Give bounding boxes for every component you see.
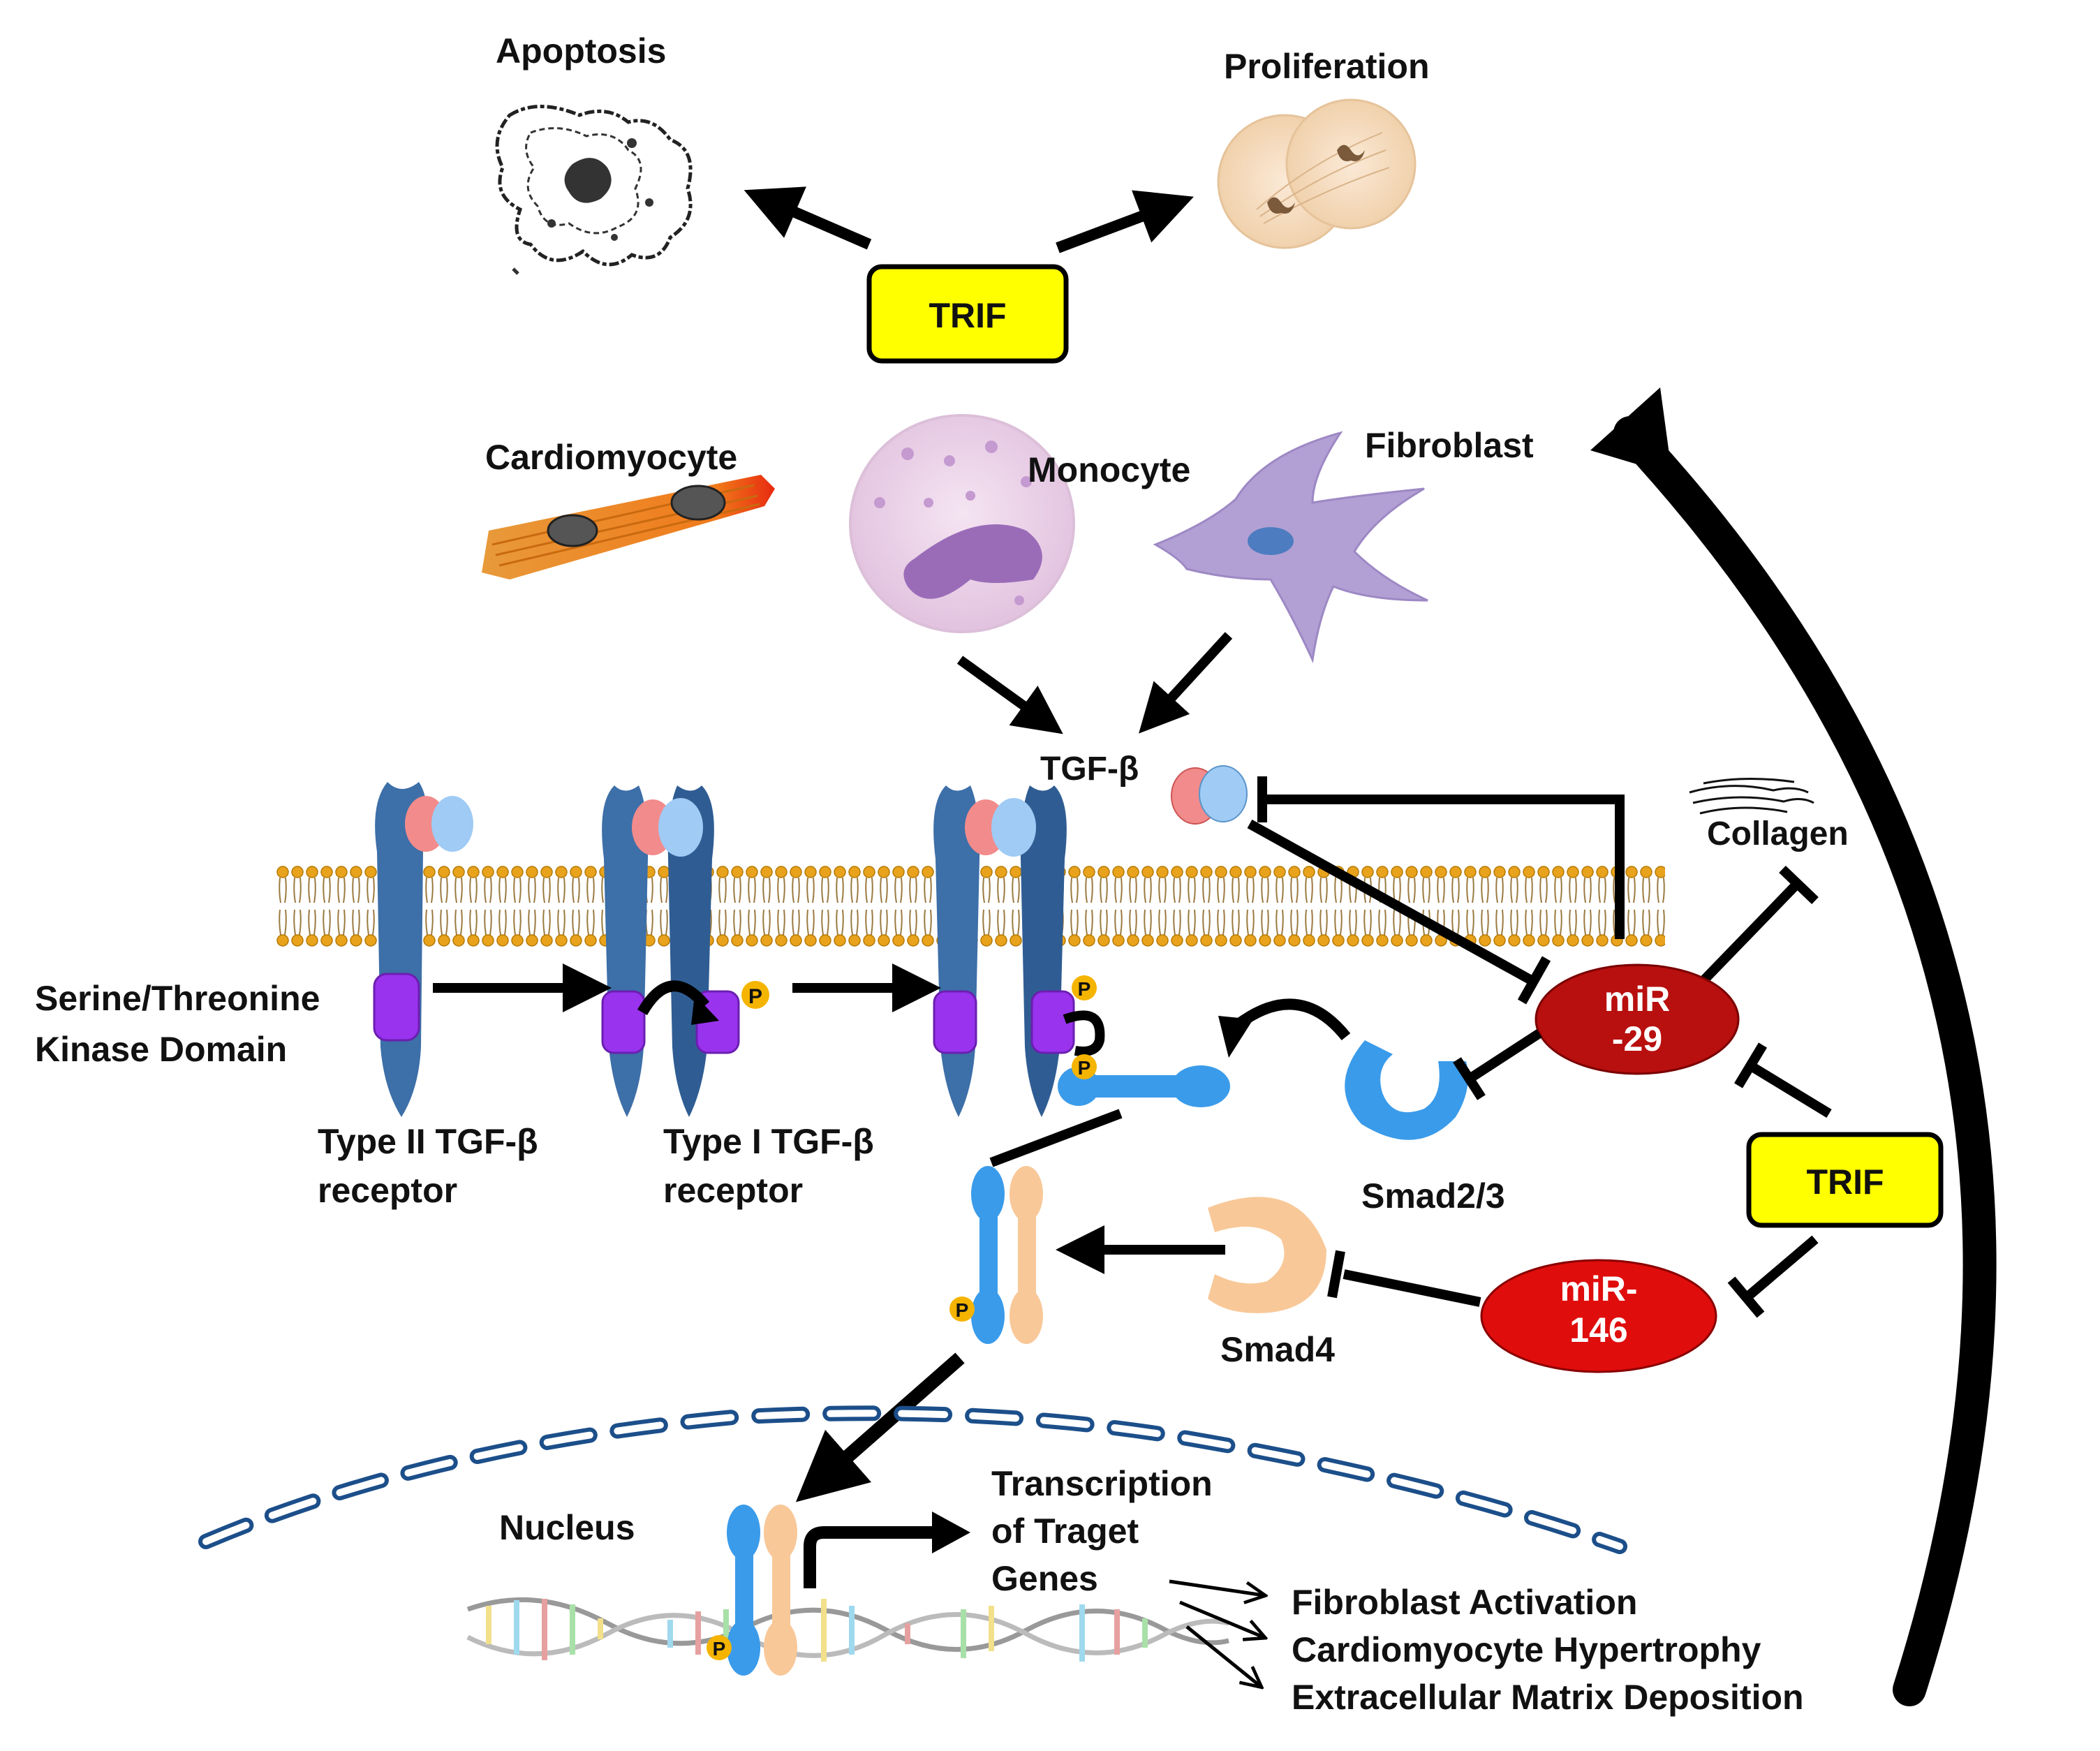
fibroblast-cell-icon [1153, 431, 1428, 664]
mir29-to-collagen-inhibit-bar [1779, 865, 1819, 905]
mir146-label-line2: 146 [1569, 1310, 1627, 1350]
outcome-cardiomyocyte-hypertrophy: Cardiomyocyte Hypertrophy [1292, 1630, 1761, 1669]
phosphate-icon: P [1072, 1054, 1097, 1079]
tgf-to-mir29-inhibit-line [1247, 819, 1535, 986]
receptor-complex-activated [933, 785, 1105, 1117]
monocyte-cell-icon [849, 414, 1075, 633]
complex-to-transcription-line [804, 1526, 939, 1588]
genes-to-outcome3-arrow [1185, 1625, 1260, 1686]
svg-text:P: P [1078, 1057, 1091, 1079]
smad23-to-complex-line [989, 1109, 1123, 1167]
mir29-node: miR -29 [1535, 963, 1740, 1075]
mir146-label-line1: miR- [1560, 1269, 1637, 1308]
smad4-label: Smad4 [1220, 1330, 1335, 1369]
svg-text:P: P [748, 985, 762, 1008]
tgf-beta-ligand [1171, 765, 1248, 825]
mir146-to-smad4-inhibit-line [1343, 1269, 1481, 1307]
mir29-to-collagen-inhibit-line [1689, 880, 1802, 995]
genes-to-outcome1-arrow [1169, 1579, 1264, 1595]
kinase-domain-label-line2: Kinase Domain [35, 1030, 287, 1069]
phosphate-icon: P [707, 1635, 732, 1660]
receptor-complex-dimer [601, 785, 740, 1117]
kinase-domain-label-line1: Serine/Threonine [35, 979, 320, 1018]
trif-to-mir29-inhibit-bar [1734, 1042, 1767, 1088]
proliferation-label: Proliferation [1224, 47, 1429, 86]
nucleus-label: Nucleus [499, 1508, 635, 1547]
svg-text:P: P [1078, 978, 1091, 1000]
smad23-label: Smad2/3 [1361, 1176, 1505, 1216]
trif-to-proliferation-arrow [1056, 190, 1194, 253]
outcome-ecm-deposition: Extracellular Matrix Deposition [1292, 1678, 1804, 1717]
smad-complex-cytoplasm [971, 1166, 1043, 1344]
monocyte-label: Monocyte [1028, 450, 1190, 489]
collagen-fibers-icon [1689, 777, 1814, 815]
collagen-label: Collagen [1707, 815, 1849, 852]
type1-receptor-label-line2: receptor [663, 1171, 803, 1210]
genes-to-outcome2-arrow [1179, 1600, 1264, 1637]
mir29-label-line2: -29 [1612, 1019, 1662, 1058]
trif-right-label: TRIF [1806, 1162, 1884, 1202]
tgf-beta-label: TGF-β [1040, 751, 1139, 788]
smad23-activation-curved-arrow [1232, 998, 1351, 1041]
mir29-to-smad23-inhibit-line [1467, 1029, 1542, 1083]
dna-helix-icon [466, 1597, 1229, 1662]
type1-receptor-label-line1: Type I TGF-β [663, 1122, 874, 1161]
monocyte-to-tgf-arrow [956, 656, 1063, 734]
transcription-label-line2: of Traget [991, 1512, 1139, 1551]
mir29-to-tgf-inhibit-line [1264, 795, 1625, 939]
phosphate-icon: P [1072, 975, 1097, 1000]
nuclear-envelope-inner [202, 1410, 1623, 1550]
outcome-fibroblast-activation: Fibroblast Activation [1292, 1583, 1637, 1622]
trif-top-label: TRIF [929, 296, 1006, 335]
type2-receptor-label-line2: receptor [318, 1171, 457, 1210]
fibroblast-label: Fibroblast [1365, 426, 1534, 465]
svg-text:P: P [713, 1638, 726, 1660]
apoptotic-cell-icon [495, 105, 693, 275]
transcription-label-line3: Genes [991, 1559, 1098, 1598]
trif-to-mir146-inhibit-bar [1727, 1276, 1765, 1318]
trif-to-mir29-inhibit-line [1746, 1061, 1832, 1118]
feedback-curved-arrow [1613, 416, 1997, 1706]
svg-text:P: P [956, 1299, 969, 1321]
type2-receptor-label-line1: Type II TGF-β [318, 1122, 538, 1161]
smad-complex-nucleus [727, 1505, 797, 1676]
proliferating-cell-icon [1217, 98, 1417, 249]
trif-top-box: TRIF [866, 264, 1069, 364]
complex-to-transcription-arrow-head [932, 1512, 970, 1553]
feedback-arrow-head [1590, 387, 1672, 475]
fibroblast-to-tgf-arrow [1139, 632, 1233, 734]
mir29-label-line1: miR [1604, 980, 1670, 1019]
mir146-to-smad4-inhibit-bar [1327, 1250, 1345, 1299]
trif-to-apoptosis-arrow [744, 186, 872, 250]
transcription-label-line1: Transcription [991, 1464, 1213, 1503]
smad23-protein [1345, 1040, 1468, 1140]
phosphate-icon: P [949, 1296, 975, 1322]
smad23-activation-arrow-head [1218, 1016, 1253, 1058]
tgf-to-mir29-inhibit-bar [1517, 956, 1551, 1005]
complex-to-nucleus-arrow [795, 1352, 965, 1502]
cardiomyocyte-cell-icon [482, 475, 775, 579]
phosphate-icon: P [741, 981, 769, 1009]
apoptosis-label: Apoptosis [496, 31, 666, 71]
type2-receptor-unbound [373, 782, 473, 1117]
cardiomyocyte-label: Cardiomyocyte [485, 438, 737, 477]
trif-right-box: TRIF [1746, 1132, 1944, 1228]
mir29-to-smad23-inhibit-bar [1453, 1057, 1486, 1100]
trif-to-mir146-inhibit-line [1742, 1235, 1819, 1303]
mir146-node: miR- 146 [1480, 1259, 1717, 1373]
smad4-protein [1208, 1197, 1326, 1313]
